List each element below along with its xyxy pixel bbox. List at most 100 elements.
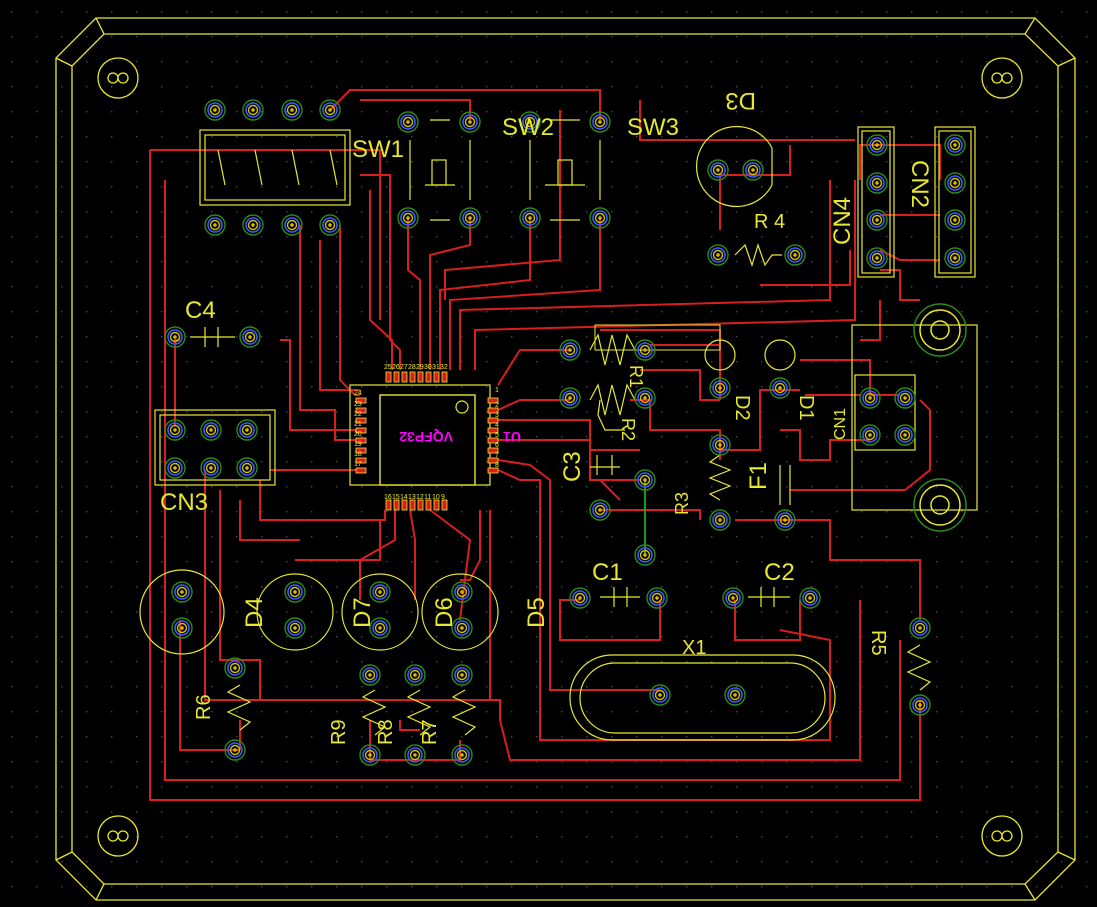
label-r4: R 4 <box>754 211 785 233</box>
pin-number: 25 <box>384 364 392 371</box>
pad <box>200 457 222 479</box>
pad <box>944 172 966 194</box>
pad <box>451 664 473 686</box>
pad <box>774 509 796 531</box>
r6-outline <box>226 684 252 731</box>
pin-number: 30 <box>424 364 432 371</box>
pad <box>724 684 746 706</box>
pin-number: 18 <box>354 451 362 458</box>
pin-number: 6 <box>495 442 499 449</box>
pin-number: 19 <box>354 441 362 448</box>
x1-outline <box>569 654 836 741</box>
pad <box>397 111 419 133</box>
pin-number: 31 <box>432 364 440 371</box>
pad <box>742 159 764 181</box>
label-x1: X1 <box>682 637 706 659</box>
component-labels: SW1 SW2 SW3 D3 R 4 CN4 CN2 C4 CN3 D2 D1 … <box>160 87 933 745</box>
pad <box>164 419 186 441</box>
sw1-outline <box>199 129 351 206</box>
pad <box>242 99 264 121</box>
pad <box>866 134 888 156</box>
silkscreen-outlines <box>139 119 978 741</box>
pin-number: 32 <box>440 364 448 371</box>
label-d4: D4 <box>241 597 268 628</box>
pad <box>284 617 306 639</box>
pad <box>866 209 888 231</box>
pin-number: 7 <box>495 452 499 459</box>
pad <box>944 209 966 231</box>
pad <box>859 424 881 446</box>
pad <box>359 664 381 686</box>
mounting-hole-bottom-right <box>981 815 1023 857</box>
pad <box>559 339 581 361</box>
pad <box>866 172 888 194</box>
pad <box>200 419 222 441</box>
d5-outline <box>139 569 225 655</box>
pad <box>519 111 541 133</box>
pad <box>784 244 806 266</box>
pad <box>569 587 591 609</box>
pad <box>404 664 426 686</box>
pin-number: 9 <box>441 494 445 501</box>
label-d6: D6 <box>431 597 458 628</box>
pin-number: 26 <box>392 364 400 371</box>
pad <box>239 326 261 348</box>
pad <box>646 587 668 609</box>
pin-number: 5 <box>495 432 499 439</box>
pad <box>359 744 381 766</box>
pad <box>866 247 888 269</box>
mounting-hole-bottom-left <box>97 815 139 857</box>
pad <box>519 207 541 229</box>
u1-pins <box>355 371 499 511</box>
pin-number: 22 <box>354 411 362 418</box>
pin-number: 24 <box>354 390 362 397</box>
pad <box>164 457 186 479</box>
pad <box>709 434 731 456</box>
pad <box>242 214 264 236</box>
pad <box>722 587 744 609</box>
pad <box>459 111 481 133</box>
d3-outline <box>696 125 773 208</box>
pad <box>589 207 611 229</box>
d4-outline <box>256 573 334 651</box>
r5-outline <box>906 644 932 691</box>
label-c1: C1 <box>592 559 623 586</box>
pad <box>204 99 226 121</box>
pad <box>769 377 791 399</box>
pin-number: 17 <box>354 461 362 468</box>
u1-pin-numbers: 25 26 27 28 29 30 31 32 16 15 14 13 12 1… <box>354 364 499 501</box>
label-sw2: SW2 <box>502 114 554 141</box>
pad <box>894 387 916 409</box>
label-r1: R1 <box>626 365 646 388</box>
pad <box>707 159 729 181</box>
label-sw1: SW1 <box>352 136 404 163</box>
pad <box>284 581 306 603</box>
pin-number: 8 <box>495 462 499 469</box>
pad <box>909 617 931 639</box>
pin-number: 27 <box>400 364 408 371</box>
pad <box>709 377 731 399</box>
pin-number: 29 <box>416 364 424 371</box>
pin-number: 3 <box>495 412 499 419</box>
label-d3: D3 <box>725 87 756 114</box>
pad <box>204 214 226 236</box>
pad <box>634 469 656 491</box>
pin-number: 10 <box>432 494 440 501</box>
pin-number: 16 <box>384 494 392 501</box>
pad <box>451 617 473 639</box>
cn4-outline <box>857 126 895 278</box>
pad <box>171 581 193 603</box>
label-u1: U1 <box>503 429 521 445</box>
pad <box>589 499 611 521</box>
label-r7: R7 <box>419 719 441 745</box>
label-c3: C3 <box>559 451 586 482</box>
label-r6: R6 <box>193 694 215 720</box>
cn1-mount-pads <box>913 303 967 532</box>
cn2-outline <box>934 126 976 278</box>
pin-number: 11 <box>424 494 431 501</box>
label-r9: R9 <box>328 719 350 745</box>
label-chip-package: VQFP32 <box>399 429 453 445</box>
pad <box>909 694 931 716</box>
label-r2: R2 <box>618 418 638 441</box>
